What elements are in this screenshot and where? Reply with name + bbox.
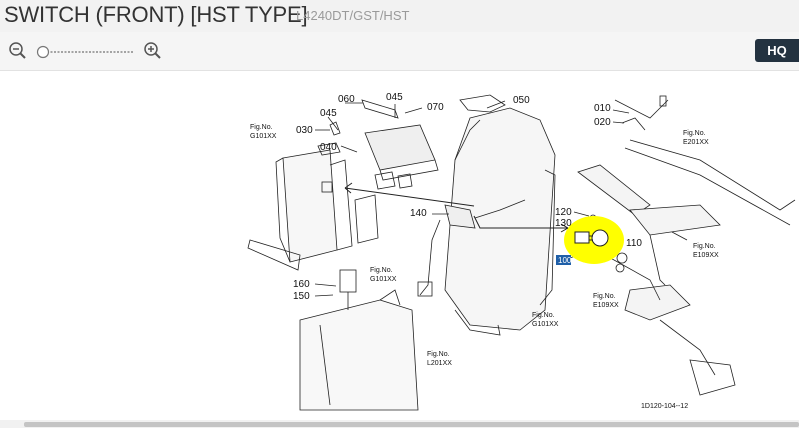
scrollbar-thumb[interactable]	[24, 422, 799, 427]
part-label-060[interactable]: 060	[338, 94, 355, 105]
drawing-code: 1D120-104--12	[641, 403, 688, 410]
part-label-110[interactable]: 110	[626, 238, 642, 249]
part-label-140[interactable]: 140	[410, 208, 427, 219]
part-label-130[interactable]: 130	[555, 218, 572, 229]
selected-part-label[interactable]: 100	[558, 256, 572, 265]
part-label-020[interactable]: 020	[594, 117, 611, 128]
fig-ref-no[interactable]: Fig.No.	[593, 293, 616, 300]
hq-button[interactable]: HQ	[755, 39, 799, 62]
toolbar: HQ	[0, 32, 799, 71]
zoom-in-icon[interactable]	[143, 41, 163, 61]
fig-ref-code[interactable]: E201XX	[683, 139, 709, 146]
part-label-030[interactable]: 030	[296, 125, 313, 136]
zoom-out-icon[interactable]	[8, 41, 28, 61]
part-label-045-b[interactable]: 045	[320, 108, 337, 119]
model-label: L4240DT/GST/HST	[296, 8, 410, 23]
fig-ref-code[interactable]: L201XX	[427, 360, 452, 367]
part-label-045[interactable]: 045	[386, 92, 403, 103]
part-label-070[interactable]: 070	[427, 102, 444, 113]
part-label-040[interactable]: 040	[320, 142, 337, 153]
selected-part-badge[interactable]	[556, 255, 571, 265]
fig-ref-no[interactable]: Fig.No.	[683, 130, 706, 137]
part-label-150[interactable]: 150	[293, 291, 310, 302]
fig-ref-no[interactable]: Fig.No.	[532, 312, 555, 319]
title-bar: SWITCH (FRONT) [HST TYPE] L4240DT/GST/HS…	[0, 0, 799, 32]
zoom-slider[interactable]	[36, 44, 136, 60]
part-label-120[interactable]: 120	[555, 207, 572, 218]
fig-ref-no[interactable]: Fig.No.	[370, 267, 393, 274]
fig-ref-code[interactable]: G101XX	[370, 276, 397, 283]
horizontal-scrollbar[interactable]	[0, 420, 799, 428]
part-label-010[interactable]: 010	[594, 103, 611, 114]
part-label-050[interactable]: 050	[513, 95, 530, 106]
fig-ref-code[interactable]: E109XX	[693, 252, 719, 259]
fig-ref-code[interactable]: G101XX	[532, 321, 559, 328]
fig-ref-no[interactable]: Fig.No.	[427, 351, 450, 358]
fig-ref-no[interactable]: Fig.No.	[693, 243, 716, 250]
fig-ref-no[interactable]: Fig.No.	[250, 124, 273, 131]
fig-ref-code[interactable]: G101XX	[250, 133, 277, 140]
part-label-160[interactable]: 160	[293, 279, 310, 290]
parts-diagram: 060 045 070 050 045 030 040 140 010 020 …	[0, 70, 799, 420]
page-title: SWITCH (FRONT) [HST TYPE]	[4, 2, 308, 27]
fig-ref-code[interactable]: E109XX	[593, 302, 619, 309]
